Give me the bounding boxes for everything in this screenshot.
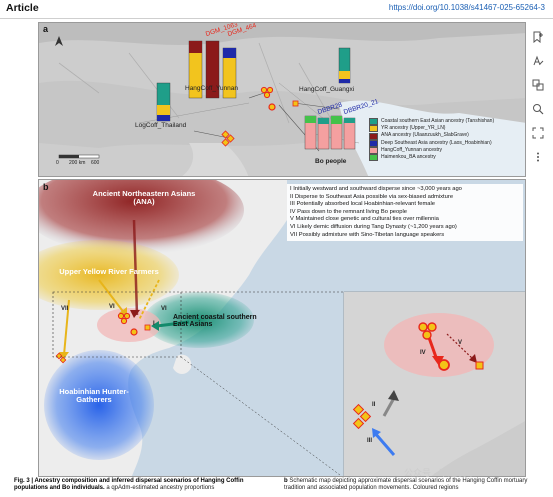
caption-left: Fig. 3 | Ancestry composition and inferr… (14, 478, 272, 493)
panel-a-terrain (39, 23, 525, 176)
hoabinhian-region (44, 350, 154, 460)
guangxi-site-marker (292, 100, 299, 107)
bo-ancestry-bars (304, 115, 356, 150)
panel-b-schematic (39, 180, 525, 476)
article-label: Article (6, 2, 39, 14)
legend-item: Haimenkou_BA ancestry (369, 154, 519, 162)
yellow-river-label: Upper Yellow River Farmers (59, 267, 159, 276)
legend-item: Coastal southern East Asian ancestry (Ta… (369, 118, 519, 126)
scenario-vii-label: VII (61, 306, 69, 312)
scenario-list: I Initially westward and southward dispe… (287, 184, 523, 242)
yunnan-site-label: HangCoff_Yunnan (185, 85, 239, 92)
bookmark-add-icon[interactable] (529, 28, 547, 46)
coastal-region (144, 292, 254, 348)
caption-right-bold: b (284, 478, 288, 484)
legend-item: HangCoff_Yunnan ancestry (369, 147, 519, 154)
translate-icon[interactable] (529, 76, 547, 94)
thailand-ancestry-bars (156, 82, 171, 122)
yellow-river-region (39, 240, 179, 310)
scenario-vi-right-label: VI (161, 306, 167, 312)
caption-right-text: Schematic map depicting approximate disp… (284, 478, 528, 492)
hoabinhian-label: Hoabinhian Hunter-Gatherers (59, 387, 129, 404)
scenario-ii-label: II (372, 402, 376, 408)
legend-item: YR ancestry (Upper_YR_LN) (369, 125, 519, 133)
article-header: Article https://doi.org/10.1038/s41467-0… (0, 0, 553, 19)
legend-swatch-haimenkou (369, 154, 378, 162)
legend-swatch-coastal (369, 118, 378, 126)
scenario-item: IV Pass down to the remnant living Bo pe… (290, 208, 407, 215)
scenario-item: II Disperse to Southeast Asia possible v… (290, 193, 454, 200)
coastal-label: Ancient coastal southern East Asians (173, 314, 257, 329)
legend-item: Deep Southeast Asia ancestry (Laos_Hoabi… (369, 140, 519, 147)
thailand-site-marker (221, 130, 235, 147)
caption-left-bold: Fig. 3 | Ancestry composition and inferr… (14, 478, 244, 492)
scenario-i-label: I (153, 321, 155, 327)
search-icon[interactable] (529, 100, 547, 118)
doi-link[interactable]: https://doi.org/10.1038/s41467-025-65264… (388, 3, 545, 12)
legend-swatch-yr (369, 125, 378, 133)
caption-right: b Schematic map depicting approximate di… (284, 478, 534, 493)
scenario-item: I Initially westward and southward dispe… (290, 186, 462, 192)
legend-item: ANA ancestry (Ulaanzuukh_SlabGrave) (369, 132, 519, 140)
scale-deg-label: 600 (91, 160, 100, 166)
panel-b-thailand-marker (55, 352, 67, 364)
hanging-coffin-zone (97, 308, 161, 342)
scenario-iii-label: III (367, 438, 373, 444)
panel-a-label: a (43, 24, 49, 34)
scenario-item: V Maintained close genetic and cultural … (290, 216, 439, 223)
guangxi-ancestry-bars (338, 47, 351, 84)
panel-b-guangxi-marker (144, 324, 151, 331)
bo-people-label: Bo people (315, 158, 347, 165)
panel-b-label: b (43, 182, 49, 192)
caption-left-text: a qpAdm-estimated ancestry proportions (104, 485, 215, 492)
yunnan-site-marker (260, 86, 274, 99)
more-icon[interactable] (529, 148, 547, 166)
panel-b-map: b I Initially westward and southward dis… (38, 179, 526, 477)
scale-km-label: 200 km (69, 160, 86, 166)
panel-b-bo-marker (130, 328, 138, 336)
guangxi-site-label: HangCoff_Guangxi (299, 86, 355, 93)
ana-region-label: Ancient Northeastern Asians (ANA) (92, 189, 196, 206)
scenario-item: VII Possibly admixture with Sino-Tibetan… (290, 231, 445, 238)
ancestry-legend: Coastal southern East Asian ancestry (Ta… (369, 118, 519, 162)
screenshot-icon[interactable] (529, 124, 547, 142)
yunnan-ancestry-bars (188, 40, 237, 99)
panel-a-map: a HangCoff_Yunnan LogCoff_Thailand HangC… (38, 22, 526, 177)
watermark: 公众号 · 罕道发布 (404, 468, 475, 478)
panel-b-yunnan-marker (117, 312, 131, 325)
legend-swatch-ana (369, 132, 378, 140)
figure-3: a HangCoff_Yunnan LogCoff_Thailand HangC… (38, 22, 526, 477)
text-style-icon[interactable] (529, 52, 547, 70)
inset-detail-map (343, 291, 525, 476)
legend-swatch-deep-sea (369, 139, 378, 147)
scenario-iv-label: IV (420, 350, 426, 356)
scenario-vi-left-label: VI (109, 304, 115, 310)
scale-zero-label: 0 (56, 160, 59, 166)
inset-source-box (52, 291, 182, 358)
reader-toolbar (529, 28, 549, 172)
scenario-item: III Potentially absorbed local Hoabinhia… (290, 201, 436, 208)
thailand-site-label: LogCoff_Thailand (135, 122, 187, 129)
scenario-item: VI Likely demic diffusion during Tang Dy… (290, 223, 457, 230)
ana-region (39, 180, 244, 255)
north-arrow-icon (55, 36, 63, 46)
scenario-v-label: V (458, 340, 463, 346)
legend-swatch-yunnan (369, 146, 378, 154)
bo-site-marker (268, 103, 276, 111)
